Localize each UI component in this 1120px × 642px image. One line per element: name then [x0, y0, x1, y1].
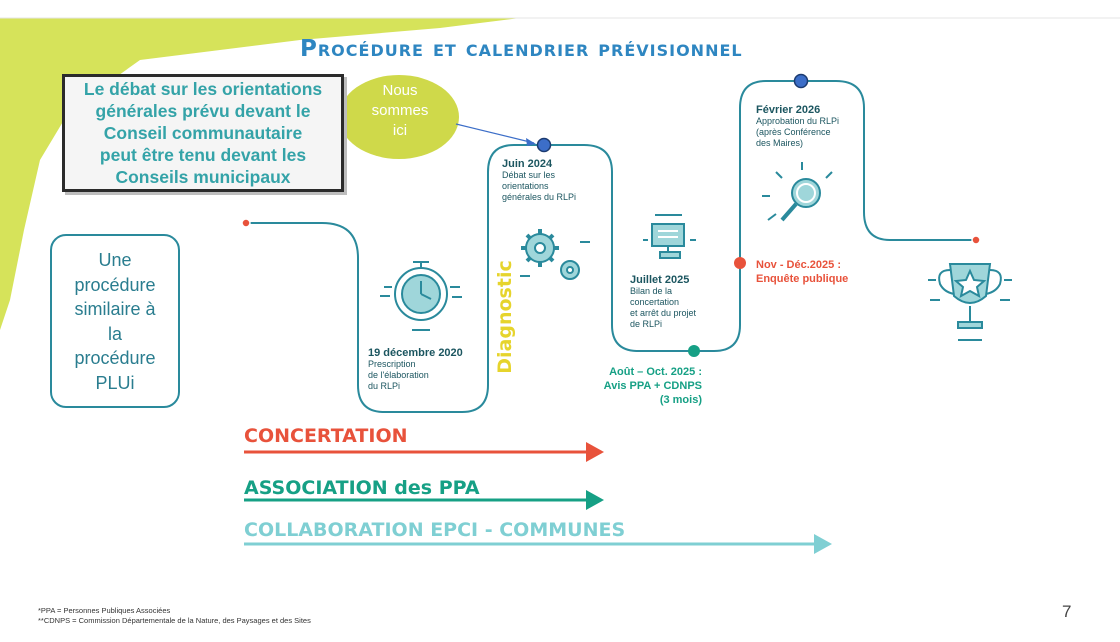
step-desc-line: orientations	[502, 181, 549, 191]
bubble-line: sommes	[371, 102, 429, 119]
step-title: Février 2026	[756, 104, 821, 116]
step-title: 19 décembre 2020	[368, 347, 463, 359]
step-desc-line: générales du RLPi	[502, 192, 577, 202]
step-desc-line: et arrêt du projet	[630, 308, 697, 318]
callout-line: peut être tenu devant les	[99, 145, 307, 165]
current-milestone-dot	[536, 137, 552, 153]
slide-title: Procédure et calendrier prévisionnel	[300, 36, 743, 62]
step-desc-line: de RLPi	[630, 319, 663, 329]
bubble-line: ici	[392, 122, 408, 139]
step-title: Juillet 2025	[630, 274, 690, 286]
step-desc-line: Approbation du RLPi	[756, 116, 840, 126]
step-approbation: Février 2026 Approbation du RLPi (après …	[756, 104, 866, 149]
similar-procedure-box	[50, 234, 180, 408]
similar-line: procédure	[74, 348, 156, 368]
footnote-line: *PPA = Personnes Publiques Associées	[38, 606, 171, 615]
step-prescription: 19 décembre 2020 Prescription de l'élabo…	[368, 347, 486, 392]
speech-bubble	[339, 75, 459, 159]
bubble-text: Nous sommes ici	[342, 81, 458, 141]
similar-procedure-text: Une procédure similaire à la procédure P…	[52, 248, 178, 395]
computer-icon	[643, 214, 696, 259]
end-dot	[971, 235, 981, 245]
magnifier-icon	[762, 162, 833, 222]
association-label: ASSOCIATION des PPA	[244, 477, 480, 499]
callout-line: Conseil communautaire	[103, 123, 303, 143]
step-debat: Juin 2024 Débat sur les orientations gén…	[502, 158, 612, 203]
bubble-pointer	[455, 123, 535, 144]
footnotes: *PPA = Personnes Publiques Associées **C…	[38, 606, 311, 626]
page-number: 7	[1062, 602, 1072, 621]
callout-box	[62, 74, 344, 192]
start-dot	[241, 218, 251, 228]
callout-line: générales prévu devant le	[95, 101, 311, 121]
step-title: Juin 2024	[502, 158, 553, 170]
footnote-line: **CDNPS = Commission Départementale de l…	[38, 616, 311, 625]
step-enquete: Nov - Déc.2025 : Enquête publique	[756, 258, 876, 286]
association-arrow	[244, 490, 604, 510]
concertation-label: CONCERTATION	[244, 425, 408, 447]
avis-line: Août – Oct. 2025 :	[609, 366, 702, 378]
enquete-dot	[734, 257, 746, 269]
callout-line: Conseils municipaux	[115, 167, 291, 187]
step-desc-line: des Maires)	[756, 138, 804, 148]
enquete-line: Enquête publique	[756, 273, 849, 285]
diagnostic-label: Diagnostic	[494, 260, 516, 374]
bubble-line: Nous	[382, 82, 418, 99]
approval-milestone-dot	[793, 73, 809, 89]
similar-line: similaire à	[74, 299, 156, 319]
corner-decoration	[0, 18, 520, 330]
collaboration-arrow	[244, 534, 832, 554]
stopwatch-icon	[380, 261, 462, 331]
timeline-path	[246, 80, 976, 413]
avis-line: Avis PPA + CDNPS	[603, 380, 702, 392]
step-desc-line: Bilan de la	[630, 286, 673, 296]
collaboration-label: COLLABORATION EPCI - COMMUNES	[244, 519, 626, 541]
step-bilan: Juillet 2025 Bilan de la concertation et…	[630, 274, 740, 330]
similar-line: la	[107, 323, 122, 344]
step-avis: Août – Oct. 2025 : Avis PPA + CDNPS (3 m…	[586, 365, 702, 407]
step-desc-line: concertation	[630, 297, 680, 307]
callout-line: Le débat sur les orientations	[83, 79, 323, 99]
step-desc-line: Prescription	[368, 359, 416, 369]
enquete-line: Nov - Déc.2025 :	[756, 259, 841, 271]
step-desc-line: de l'élaboration	[368, 370, 429, 380]
trophy-icon	[928, 263, 1012, 341]
similar-line: procédure	[74, 274, 156, 295]
similar-line: PLUi	[95, 372, 135, 393]
avis-dot	[688, 345, 700, 357]
avis-line: (3 mois)	[659, 394, 702, 406]
callout-text: Le débat sur les orientations générales …	[66, 78, 340, 188]
concertation-arrow	[244, 442, 604, 462]
similar-line: Une	[98, 250, 132, 270]
step-desc-line: (après Conférence	[756, 127, 831, 137]
step-desc-line: du RLPi	[368, 381, 401, 391]
step-desc-line: Débat sur les	[502, 170, 556, 180]
gears-icon	[520, 229, 590, 280]
